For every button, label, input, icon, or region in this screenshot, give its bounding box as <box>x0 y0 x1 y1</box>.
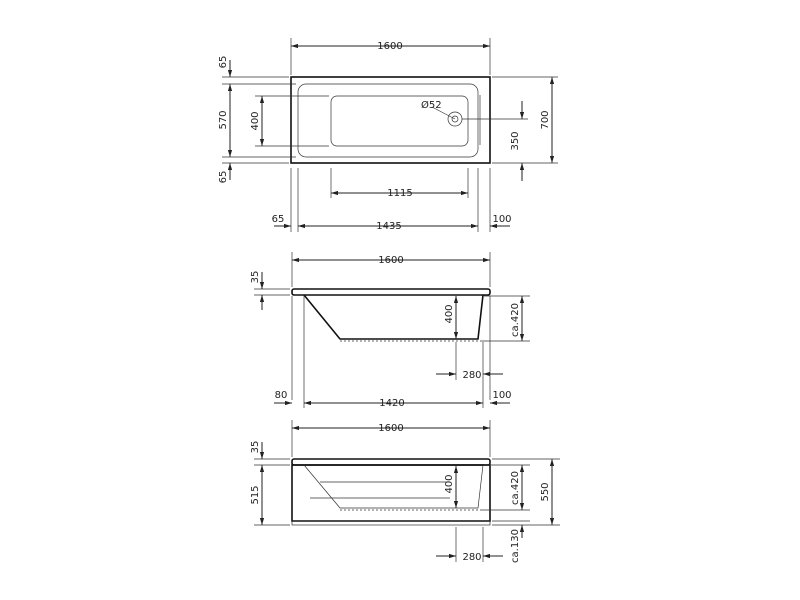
top-view: 1600 65 570 400 65 700 350 Ø52 1115 <box>218 38 558 232</box>
front-view-panel <box>291 464 491 522</box>
dim-side-inner-length: 1420 <box>379 398 404 409</box>
dim-top-overall-length: 1600 <box>377 41 402 52</box>
dim-top-right-rim: 100 <box>492 214 511 225</box>
side-view-rim <box>291 288 491 296</box>
dim-side-overall-length: 1600 <box>378 255 403 266</box>
front-view-tub-profile <box>303 464 484 509</box>
side-view: 1600 35 400 ca.420 280 80 1420 100 <box>250 252 530 409</box>
dim-top-inner-length: 1435 <box>376 221 401 232</box>
dim-top-rim-bottom: 65 <box>218 171 229 184</box>
front-view-rim <box>291 458 491 466</box>
dim-top-rim-top: 65 <box>218 56 229 69</box>
side-view-tub-profile <box>303 294 484 340</box>
top-view-floor-outline <box>330 95 469 147</box>
dim-front-depth: 400 <box>444 474 455 493</box>
dim-top-floor-length: 1115 <box>387 188 412 199</box>
dim-top-overall-width: 700 <box>540 110 551 129</box>
dim-front-height-to-panel: 515 <box>250 485 261 504</box>
dim-front-drain-offset: 280 <box>462 552 481 563</box>
dim-side-rim-thickness: 35 <box>250 271 261 284</box>
top-view-rim-outline <box>297 83 479 158</box>
dim-side-left-rim: 80 <box>275 390 288 401</box>
dim-side-right-rim: 100 <box>492 390 511 401</box>
dim-top-left-rim: 65 <box>272 214 285 225</box>
dim-front-overall-length: 1600 <box>378 423 403 434</box>
dim-front-foot-clearance: ca.130 <box>510 529 521 563</box>
dim-top-inner-sub-width: 400 <box>250 111 261 130</box>
dim-front-overall-height: 550 <box>540 482 551 501</box>
top-view-outer-outline <box>290 76 491 164</box>
dim-front-rim-thickness: 35 <box>250 441 261 454</box>
dim-top-drain-offset: 350 <box>510 131 521 150</box>
dim-side-depth-approx: ca.420 <box>510 303 521 337</box>
front-view-base <box>291 520 491 526</box>
drain-leader <box>431 106 456 120</box>
dim-front-depth-approx: ca.420 <box>510 471 521 505</box>
dim-drain-diameter: Ø52 <box>421 99 442 111</box>
drain-inner-circle <box>451 115 459 123</box>
front-view: 1600 35 515 400 ca.420 550 ca.130 280 <box>250 420 560 563</box>
dim-top-inner-width: 570 <box>218 110 229 129</box>
dim-side-drain-offset: 280 <box>462 370 481 381</box>
dim-side-depth: 400 <box>444 304 455 323</box>
